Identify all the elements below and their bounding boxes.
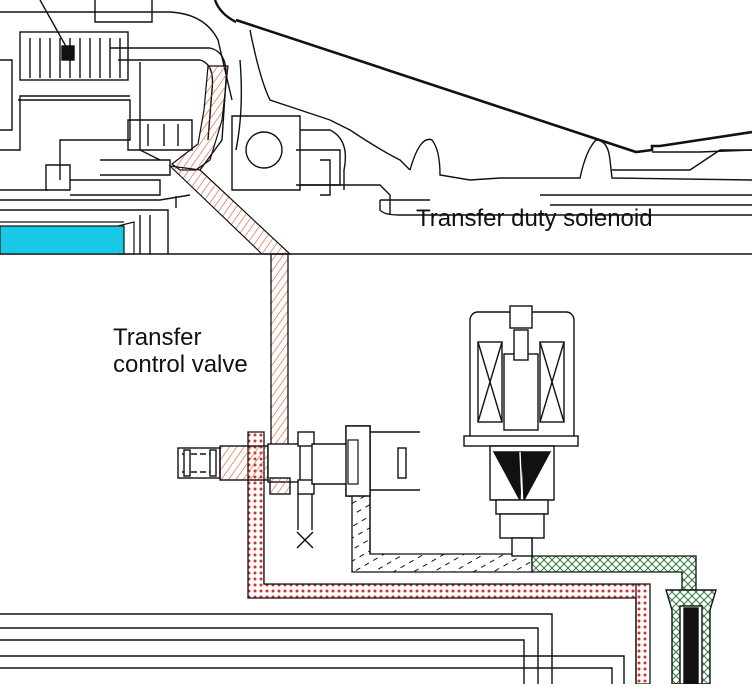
control-passage-vertical	[270, 253, 289, 451]
cyan-shaft	[0, 221, 135, 255]
solenoid-label: Transfer duty solenoid	[416, 205, 653, 232]
control-passage-upper	[168, 65, 292, 255]
x-mark-icon	[296, 531, 314, 549]
valve-label-line2: control valve	[113, 351, 248, 378]
accumulator-plunger	[665, 589, 717, 685]
transmission-cutaway	[0, 0, 752, 255]
transfer-duty-solenoid	[463, 305, 579, 557]
valve-label-line1: Transfer	[113, 324, 201, 351]
clutch-pack	[19, 0, 129, 81]
lower-piping	[0, 613, 625, 684]
case-outline	[235, 18, 752, 154]
